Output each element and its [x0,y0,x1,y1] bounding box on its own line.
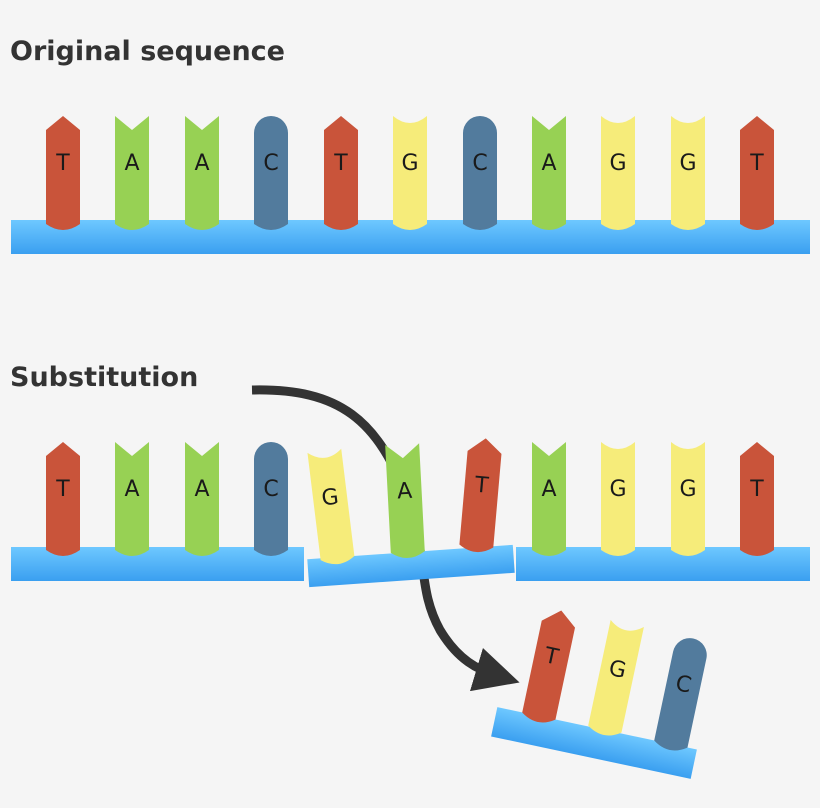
right-base-2: G [671,442,705,556]
base-letter: A [194,477,209,502]
original-base-4: T [324,116,358,230]
nucleotide-t-icon [740,442,774,556]
nucleotide-c-icon [254,116,288,230]
base-letter: C [673,671,693,699]
inserted-base-2: T [459,438,502,552]
original-base-10: T [740,116,774,230]
base-letter: T [55,477,70,502]
nucleotide-c-icon [463,116,497,230]
nucleotide-g-icon [307,448,355,565]
base-letter: G [609,477,626,502]
original-base-7: A [532,116,566,230]
base-letter: A [194,151,209,176]
base-letter: G [679,151,696,176]
inserted-base-0: G [307,448,355,565]
base-letter: G [401,151,418,176]
base-letter: T [541,643,561,671]
nucleotide-a-icon [532,116,566,230]
removed-segment: T G C [491,610,707,779]
nucleotide-g-icon [671,116,705,230]
base-letter: T [473,473,490,499]
substitution-title: Substitution [10,362,199,393]
base-letter: G [609,151,626,176]
nucleotide-g-icon [393,116,427,230]
base-letter: T [55,151,70,176]
left-base-3: C [254,442,288,556]
base-letter: A [541,477,556,502]
nucleotide-t-icon [46,442,80,556]
original-base-1: A [115,116,149,230]
original-base-2: A [185,116,219,230]
base-letter: A [124,477,139,502]
original-base-3: C [254,116,288,230]
nucleotide-a-icon [115,116,149,230]
original-base-9: G [671,116,705,230]
right-base-1: G [601,442,635,556]
original-base-5: G [393,116,427,230]
left-base-2: A [185,442,219,556]
base-letter: G [606,656,628,684]
nucleotide-g-icon [601,116,635,230]
nucleotide-t-icon [324,116,358,230]
nucleotide-a-icon [532,442,566,556]
nucleotide-t-icon [46,116,80,230]
base-letter: C [263,477,278,502]
base-letter: C [472,151,487,176]
nucleotide-a-icon [185,116,219,230]
removed-base-0: T [522,610,576,723]
nucleotide-a-icon [385,443,425,558]
base-letter: A [124,151,139,176]
original-base-8: G [601,116,635,230]
nucleotide-a-icon [115,442,149,556]
removed-base-1: G [588,619,644,736]
nucleotide-c-icon [654,638,707,751]
nucleotide-c-icon [254,442,288,556]
base-letter: A [541,151,556,176]
nucleotide-g-icon [671,442,705,556]
nucleotide-g-icon [588,619,644,736]
base-letter: A [396,479,412,505]
nucleotide-t-icon [740,116,774,230]
right-base-0: A [532,442,566,556]
original-base-0: T [46,116,80,230]
nucleotide-t-icon [459,438,502,552]
inserted-base-1: A [385,443,425,558]
removed-base-2: C [654,638,707,751]
base-letter: T [333,151,348,176]
nucleotide-a-icon [185,442,219,556]
inserted-backbone [307,544,515,588]
left-base-0: T [46,442,80,556]
base-letter: G [679,477,696,502]
right-base-3: T [740,442,774,556]
removed-backbone [491,707,697,779]
nucleotide-g-icon [601,442,635,556]
base-letter: T [749,151,764,176]
base-letter: T [749,477,764,502]
original-base-6: C [463,116,497,230]
left-base-1: A [115,442,149,556]
base-letter: G [320,485,340,512]
nucleotide-t-icon [522,610,576,723]
original-sequence-title: Original sequence [10,36,285,67]
base-letter: C [263,151,278,176]
